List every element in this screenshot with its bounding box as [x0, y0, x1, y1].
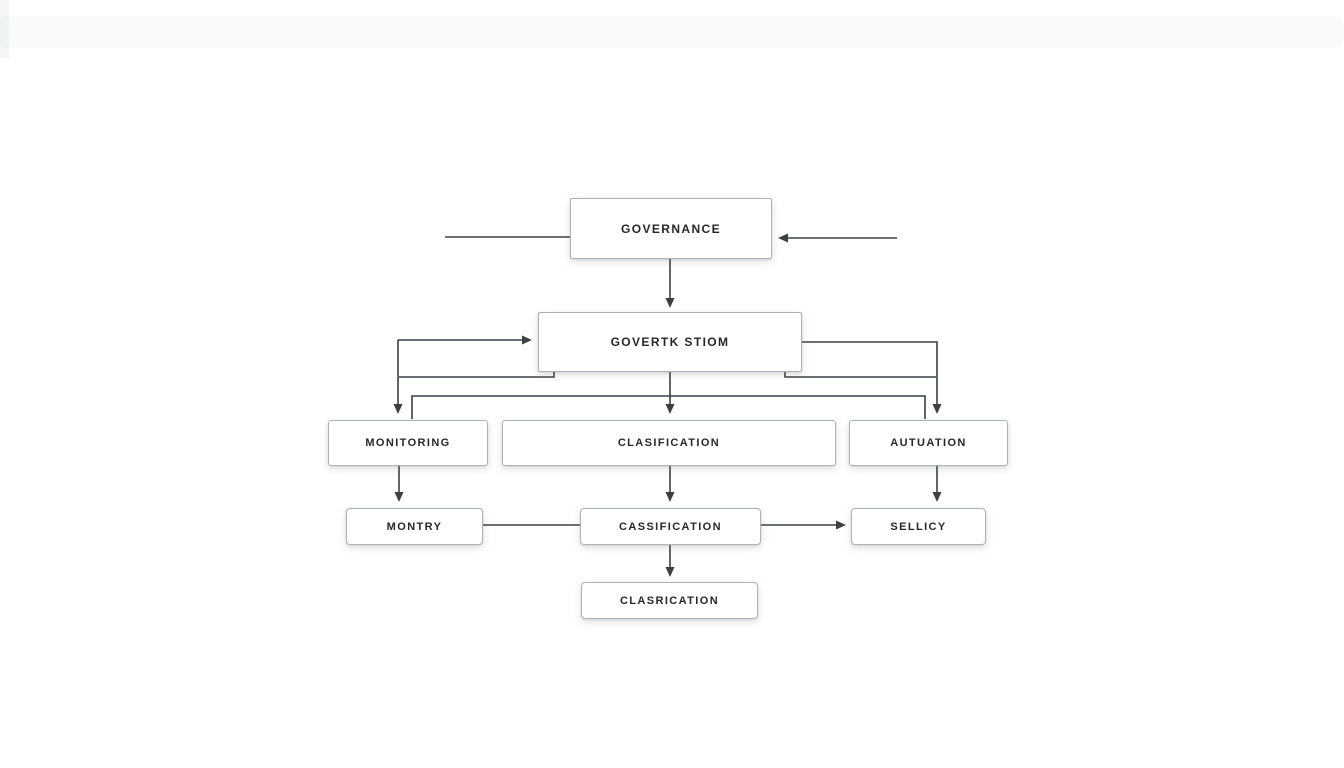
- background-band: [0, 16, 1344, 48]
- node-sellicy: SELLICY: [851, 508, 986, 545]
- node-clasification-label: CLASIFICATION: [617, 437, 721, 449]
- connector-govertk_stiom-to-loop-right: [784, 372, 936, 378]
- background-smudge: [0, 0, 9, 58]
- node-governance: GOVERNANCE: [570, 198, 772, 259]
- connector-govertk_stiom-to-autuation: [802, 341, 942, 414]
- node-autuation: AUTUATION: [849, 420, 1008, 466]
- node-cassification-label: CASSIFICATION: [619, 520, 722, 533]
- node-montry-label: MONTRY: [386, 520, 443, 533]
- node-govertk-stiom-label: GOVERTK STIOM: [610, 335, 730, 349]
- connector-monitoring-to-autuation: [411, 395, 926, 419]
- node-cassification: CASSIFICATION: [580, 508, 761, 545]
- connector-govertk_stiom-to-loop-left: [399, 372, 555, 378]
- node-clasification: CLASIFICATION: [502, 420, 836, 466]
- node-autuation-label: AUTUATION: [890, 437, 967, 449]
- node-clasrication-label: CLASRICATION: [619, 594, 720, 607]
- node-monitoring-label: MONITORING: [365, 437, 451, 449]
- node-monitoring: MONITORING: [328, 420, 488, 466]
- node-sellicy-label: SELLICY: [890, 520, 947, 533]
- node-montry: MONTRY: [346, 508, 483, 545]
- node-govertk-stiom: GOVERTK STIOM: [538, 312, 802, 372]
- node-governance-label: GOVERNANCE: [620, 221, 721, 236]
- node-clasrication: CLASRICATION: [581, 582, 758, 619]
